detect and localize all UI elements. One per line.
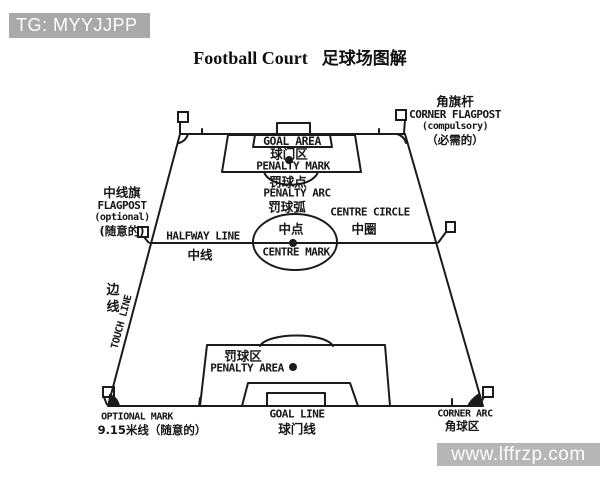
label-halfway-flag-optional-en: (optional) <box>94 212 150 223</box>
label-corner-flag-zh: 角旗杆 <box>436 94 474 109</box>
label-goal-line-en: GOAL LINE <box>269 407 325 421</box>
bottom-penalty-mark-dot <box>289 363 297 371</box>
corner-flag-bottom-left-icon <box>102 386 115 406</box>
corner-flag-top-left-icon <box>177 111 189 134</box>
label-corner-arc-en: CORNER ARC <box>437 408 493 420</box>
label-centre-circle-en: CENTRE CIRCLE <box>330 205 410 219</box>
centre-mark-dot <box>289 239 297 247</box>
halfway-flag-right-icon <box>437 221 456 244</box>
label-centre-circle-zh: 中圈 <box>351 221 377 237</box>
label-halfway-flagpost-block: 中线旗 FLAGPOST (optional) (随意的) <box>94 185 150 238</box>
label-goal-line-zh: 球门线 <box>278 421 316 437</box>
label-penalty-area-en: PENALTY AREA <box>210 361 284 375</box>
tg-badge: TG: MYYJJPP <box>9 13 150 38</box>
bottom-goal-area <box>241 382 359 407</box>
corner-arc-top-right <box>396 133 407 144</box>
halfway-flag-left-icon <box>137 226 150 244</box>
corner-arc-bottom-right-filled <box>467 393 483 406</box>
title-chinese: 足球场图解 <box>321 49 407 69</box>
top-goal <box>276 122 311 135</box>
label-penalty-arc-en: PENALTY ARC <box>263 186 331 200</box>
top-penalty-arc <box>263 171 319 186</box>
bottom-penalty-arc <box>259 334 334 347</box>
label-corner-flag-compulsory-zh: （必需的） <box>426 132 484 147</box>
bottom-goal <box>266 392 326 407</box>
label-penalty-mark-en: PENALTY MARK <box>256 159 330 173</box>
corner-flag-top-right-icon <box>395 109 407 134</box>
label-touch-line-zh: 边线 <box>106 283 120 315</box>
label-halfway-flag-en: FLAGPOST <box>97 198 147 212</box>
top-penalty-mark-dot <box>285 156 293 164</box>
title-english: Football Court <box>193 48 308 68</box>
centre-circle <box>252 213 338 271</box>
label-centre-point-zh: 中点 <box>278 221 304 237</box>
optional-mark-tick-bottom-left <box>198 397 201 407</box>
label-halfway-line-en: HALFWAY LINE <box>166 229 240 243</box>
label-penalty-area-zh: 罚球区 <box>224 348 262 364</box>
label-halfway-flag-zh: 中线旗 <box>103 185 141 200</box>
label-penalty-arc-zh: 罚球弧 <box>268 199 306 215</box>
label-optional-mark-zh: 9.15米线（随意的） <box>97 423 207 437</box>
label-corner-flagpost-block: 角旗杆 CORNER FLAGPOST (compulsory) （必需的） <box>409 94 501 147</box>
bottom-penalty-area <box>199 344 391 407</box>
label-halfway-flag-optional-zh: (随意的) <box>99 223 145 238</box>
label-centre-mark-en: CENTRE MARK <box>262 245 330 259</box>
label-corner-flag-en: CORNER FLAGPOST <box>409 107 501 121</box>
label-goal-area-zh: 球门区 <box>270 146 308 162</box>
top-penalty-area <box>221 134 362 173</box>
watermark: www.lffrzp.com <box>437 443 600 466</box>
label-corner-arc-zh: 角球区 <box>444 419 480 433</box>
label-goal-area-en: GOAL AREA <box>263 134 321 148</box>
corner-flag-bottom-right-icon <box>479 386 494 405</box>
label-halfway-line-zh: 中线 <box>187 247 213 263</box>
label-penalty-mark-zh: 罚球点 <box>269 174 307 190</box>
label-corner-flag-compulsory-en: (compulsory) <box>421 121 489 132</box>
label-optional-mark-en: OPTIONAL MARK <box>101 411 173 423</box>
corner-arc-top-left <box>178 133 189 144</box>
page-title: Football Court 足球场图解 <box>0 44 600 69</box>
